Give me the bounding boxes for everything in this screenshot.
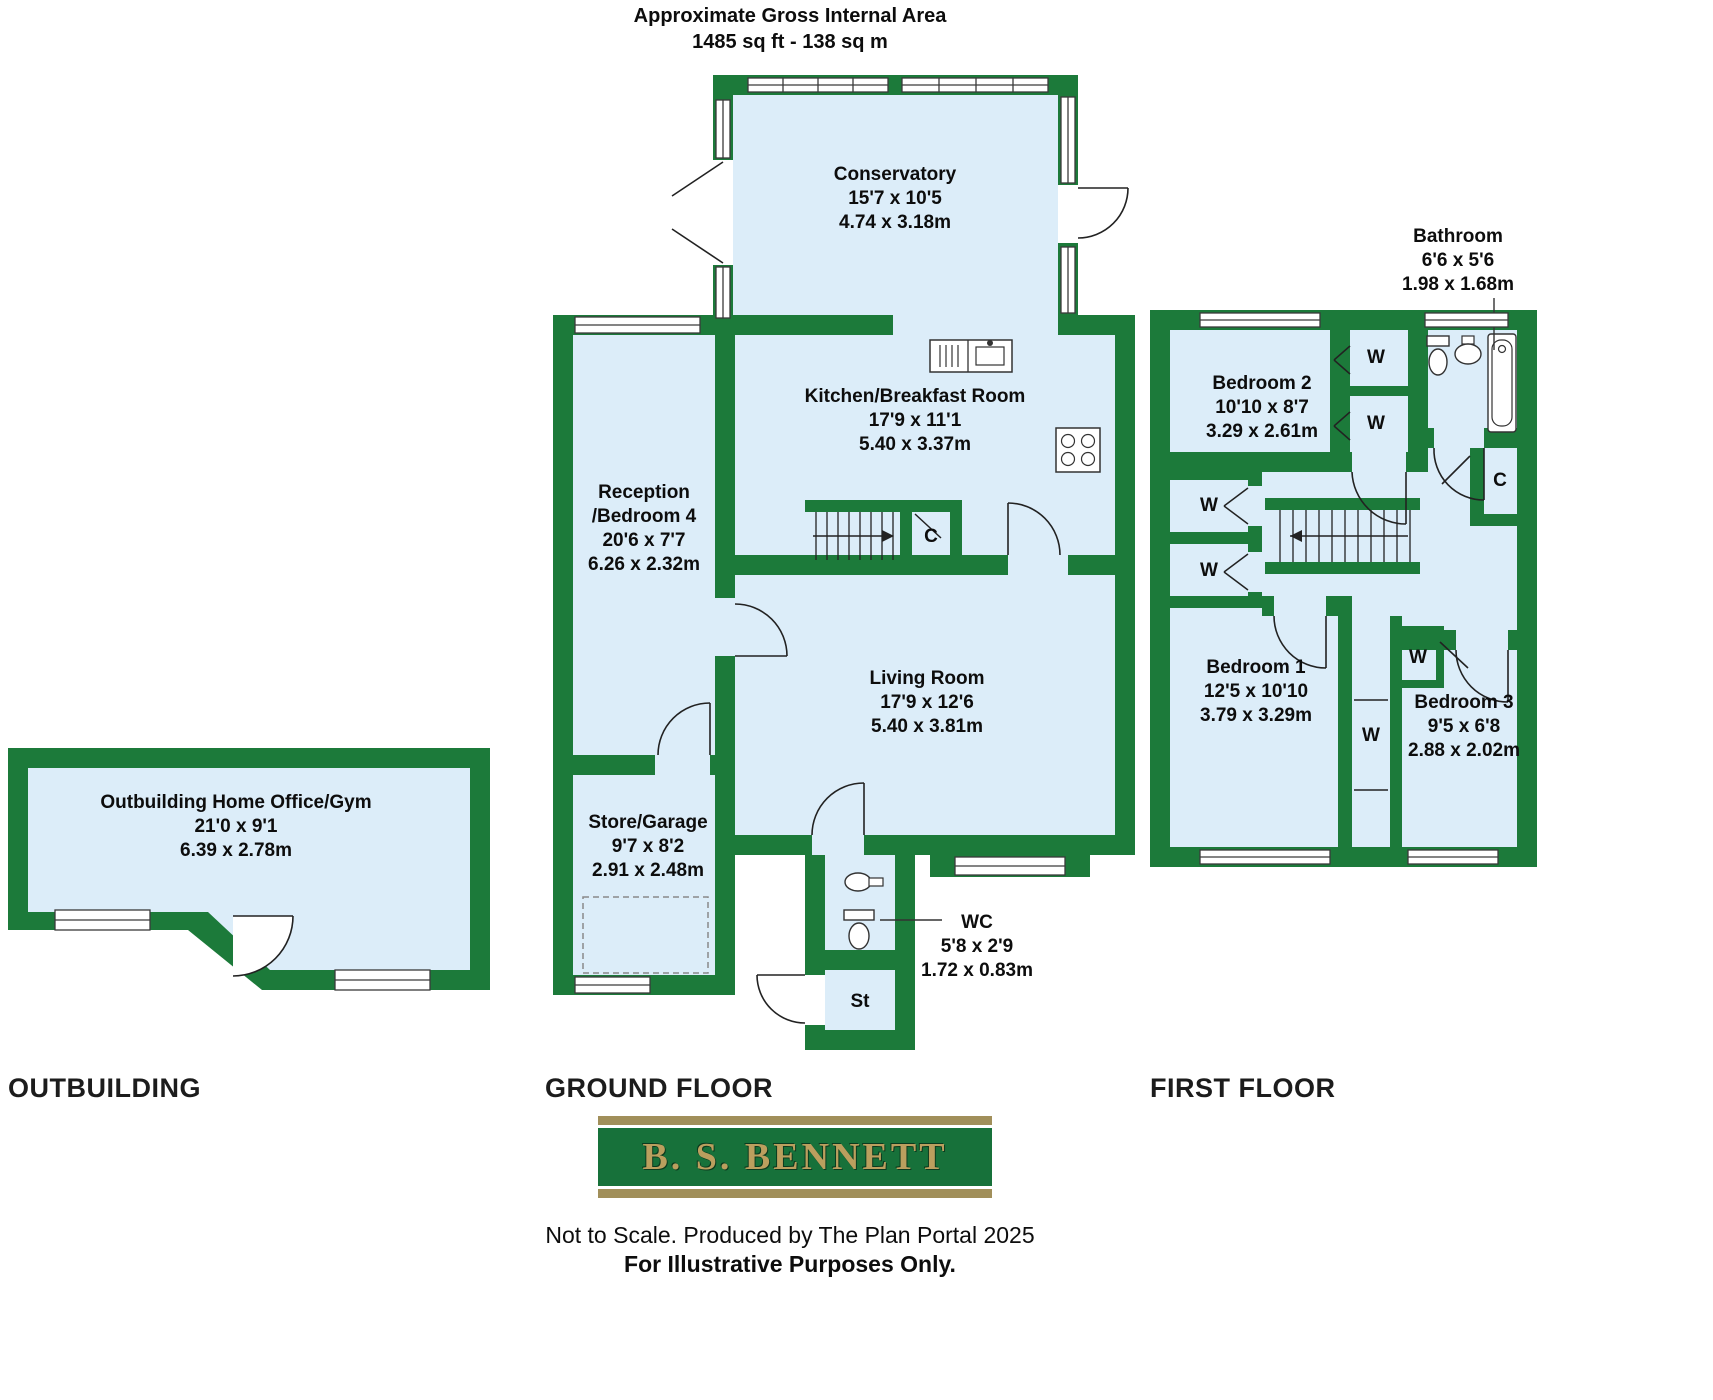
first-floor-plan	[1150, 298, 1537, 867]
sink-icon	[1454, 335, 1482, 365]
garage-storage-outline	[582, 896, 709, 974]
door-arc	[232, 915, 294, 977]
outbuilding-room-label: Outbuilding Home Office/Gym 21'0 x 9'1 6…	[100, 792, 372, 861]
living-room-label: Living Room 17'9 x 12'6 5.40 x 3.81m	[869, 668, 985, 737]
outbuilding-floor-title: OUTBUILDING	[8, 1073, 201, 1103]
stairs	[1265, 498, 1420, 574]
wardrobe-label: W	[1409, 647, 1427, 668]
footer-disclaimer: Not to Scale. Produced by The Plan Porta…	[545, 1222, 1035, 1248]
area-value-line: 1485 sq ft - 138 sq m	[692, 31, 888, 53]
kitchen-sink-icon	[929, 339, 1013, 373]
logo-top-bar	[598, 1116, 992, 1125]
first-floor-title: FIRST FLOOR	[1150, 1073, 1336, 1103]
bedroom3-label: Bedroom 3 9'5 x 6'8 2.88 x 2.02m	[1408, 692, 1520, 761]
wardrobe-label: W	[1200, 495, 1218, 516]
toilet-icon	[843, 909, 875, 950]
bathtub-icon	[1487, 333, 1517, 433]
wardrobe-label: W	[1367, 413, 1385, 434]
window	[54, 909, 151, 931]
st-floor	[825, 970, 895, 1030]
st-cupboard-label: St	[850, 991, 870, 1012]
window	[334, 969, 431, 991]
conservatory-floor	[733, 95, 1058, 315]
brand-logo: B. S. BENNETT	[598, 1128, 992, 1186]
wc-label: WC 5'8 x 2'9 1.72 x 0.83m	[921, 912, 1033, 981]
living-room-floor	[735, 575, 1115, 835]
wardrobe-label: W	[1362, 725, 1380, 746]
wardrobe-door-lines	[1223, 345, 1388, 791]
kitchen-label: Kitchen/Breakfast Room 17'9 x 11'1 5.40 …	[804, 386, 1026, 455]
footer-illustrative-note: For Illustrative Purposes Only.	[624, 1251, 956, 1277]
bedroom1-label: Bedroom 1 12'5 x 10'10 3.79 x 3.29m	[1200, 657, 1312, 726]
outbuilding-plan	[8, 748, 490, 991]
reception-label: Reception /Bedroom 4 20'6 x 7'7 6.26 x 2…	[588, 482, 700, 575]
window	[1199, 312, 1509, 865]
ground-floor-plan	[553, 75, 1135, 1050]
brand-name: B. S. BENNETT	[642, 1136, 948, 1178]
logo-bottom-bar	[598, 1189, 992, 1198]
gross-internal-area-title: Approximate Gross Internal Area 1485 sq …	[634, 3, 947, 55]
door-arc	[657, 161, 1129, 1024]
area-title-line: Approximate Gross Internal Area	[633, 5, 947, 27]
ground-floor-title: GROUND FLOOR	[545, 1073, 773, 1103]
cupboard-label: C	[924, 526, 938, 547]
window	[574, 77, 1076, 994]
bathroom-label: Bathroom 6'6 x 5'6 1.98 x 1.68m	[1402, 226, 1514, 295]
store-garage-floor	[573, 775, 715, 975]
wardrobe-label: W	[1367, 347, 1385, 368]
reception-floor	[573, 335, 715, 755]
bedroom2-label: Bedroom 2 10'10 x 8'7 3.29 x 2.61m	[1206, 373, 1318, 442]
conservatory-label: Conservatory 15'7 x 10'5 4.74 x 3.18m	[833, 164, 957, 233]
wardrobe-label: W	[1200, 560, 1218, 581]
stairs	[805, 500, 962, 572]
kitchen-floor	[735, 335, 1115, 555]
toilet-icon	[1426, 335, 1450, 376]
door-arc	[1273, 447, 1509, 703]
sink-icon	[844, 872, 884, 892]
cupboard-label: C	[1493, 470, 1507, 491]
hob-icon	[1055, 427, 1101, 473]
store-garage-label: Store/Garage 9'7 x 8'2 2.91 x 2.48m	[588, 812, 708, 881]
